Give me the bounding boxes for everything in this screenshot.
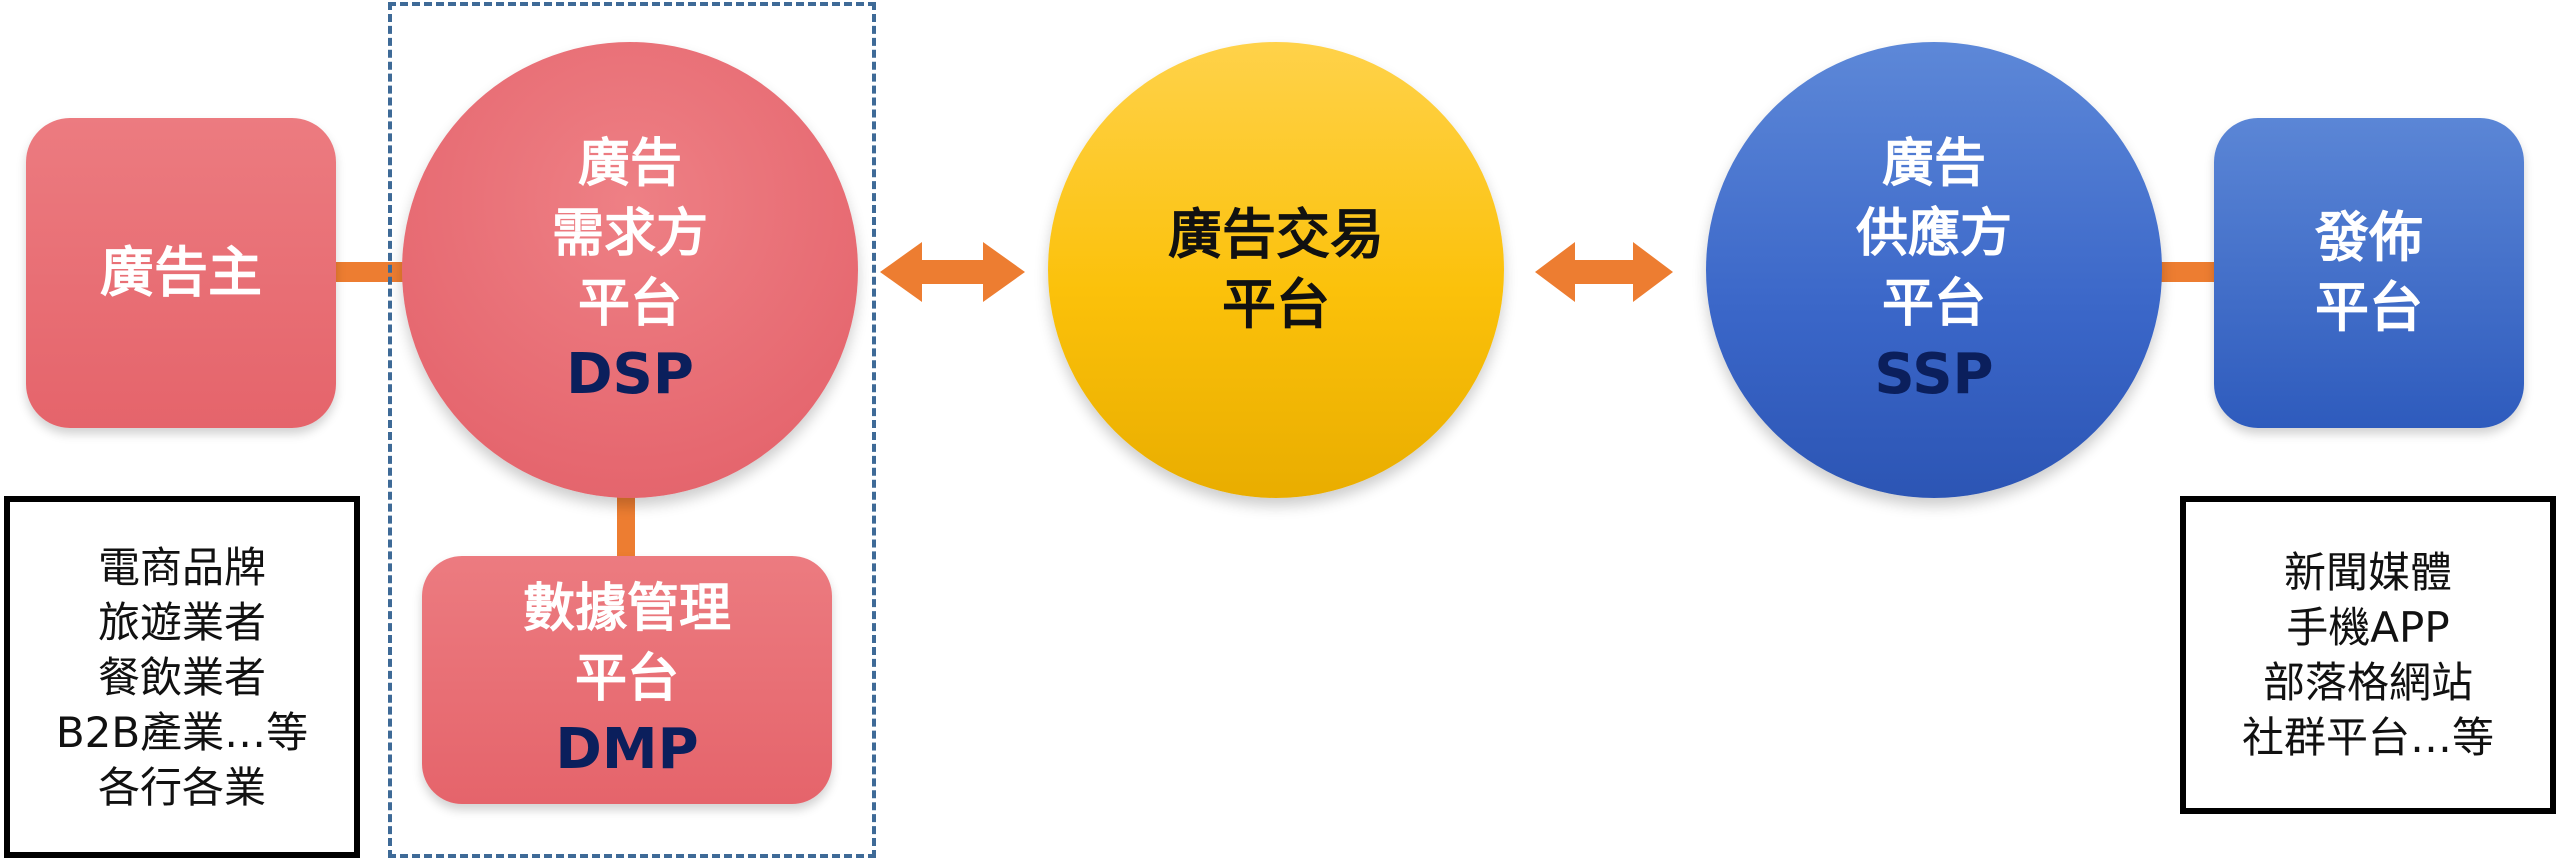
publisher-box: 發佈 平台 <box>2214 118 2524 428</box>
publisher-example-item: 社群平台…等 <box>2241 713 2494 762</box>
dsp-code: DSP <box>566 342 694 407</box>
ssp-line-3: 平台 <box>1881 274 1986 334</box>
ssp-circle: 廣告 供應方 平台 SSP <box>1706 42 2162 498</box>
publisher-example-item: 新聞媒體 <box>2283 548 2452 597</box>
publisher-examples-card: 新聞媒體 手機APP 部落格網站 社群平台…等 <box>2180 496 2556 814</box>
advertiser-example-item: 各行各業 <box>97 762 266 812</box>
advertiser-example-item: 旅遊業者 <box>97 597 266 647</box>
advertiser-examples-card: 電商品牌 旅遊業者 餐飲業者 B2B產業…等 各行各業 <box>4 496 360 858</box>
dsp-dmp-group-border <box>388 2 876 858</box>
dsp-line-2: 需求方 <box>551 204 708 264</box>
ssp-code: SSP <box>1874 342 1994 407</box>
dmp-line-2: 平台 <box>574 649 679 709</box>
advertiser-label: 廣告主 <box>100 241 262 304</box>
connector-dsp-dmp <box>617 490 635 560</box>
dmp-line-1: 數據管理 <box>522 579 731 639</box>
exchange-line-1: 廣告交易 <box>1168 203 1384 266</box>
publisher-example-item: 手機APP <box>2286 603 2450 652</box>
advertiser-example-item: 電商品牌 <box>97 542 266 592</box>
dsp-circle: 廣告 需求方 平台 DSP <box>402 42 858 498</box>
double-arrow-dsp-exchange <box>880 242 1025 302</box>
advertiser-example-item: B2B產業…等 <box>55 707 309 757</box>
publisher-line-1: 發佈 <box>2315 206 2423 269</box>
connector-ssp-publisher <box>2160 262 2220 282</box>
ad-exchange-circle: 廣告交易 平台 <box>1048 42 1504 498</box>
advertiser-box: 廣告主 <box>26 118 336 428</box>
double-arrow-exchange-ssp <box>1535 242 1673 302</box>
publisher-line-2: 平台 <box>2315 276 2423 339</box>
ssp-line-2: 供應方 <box>1855 204 2012 264</box>
exchange-line-2: 平台 <box>1222 273 1330 336</box>
dmp-code: DMP <box>555 717 699 782</box>
publisher-example-item: 部落格網站 <box>2262 658 2473 707</box>
dsp-line-3: 平台 <box>577 274 682 334</box>
dsp-line-1: 廣告 <box>577 134 682 194</box>
advertiser-example-item: 餐飲業者 <box>97 652 266 702</box>
ssp-line-1: 廣告 <box>1881 134 1986 194</box>
dmp-box: 數據管理 平台 DMP <box>422 556 832 804</box>
